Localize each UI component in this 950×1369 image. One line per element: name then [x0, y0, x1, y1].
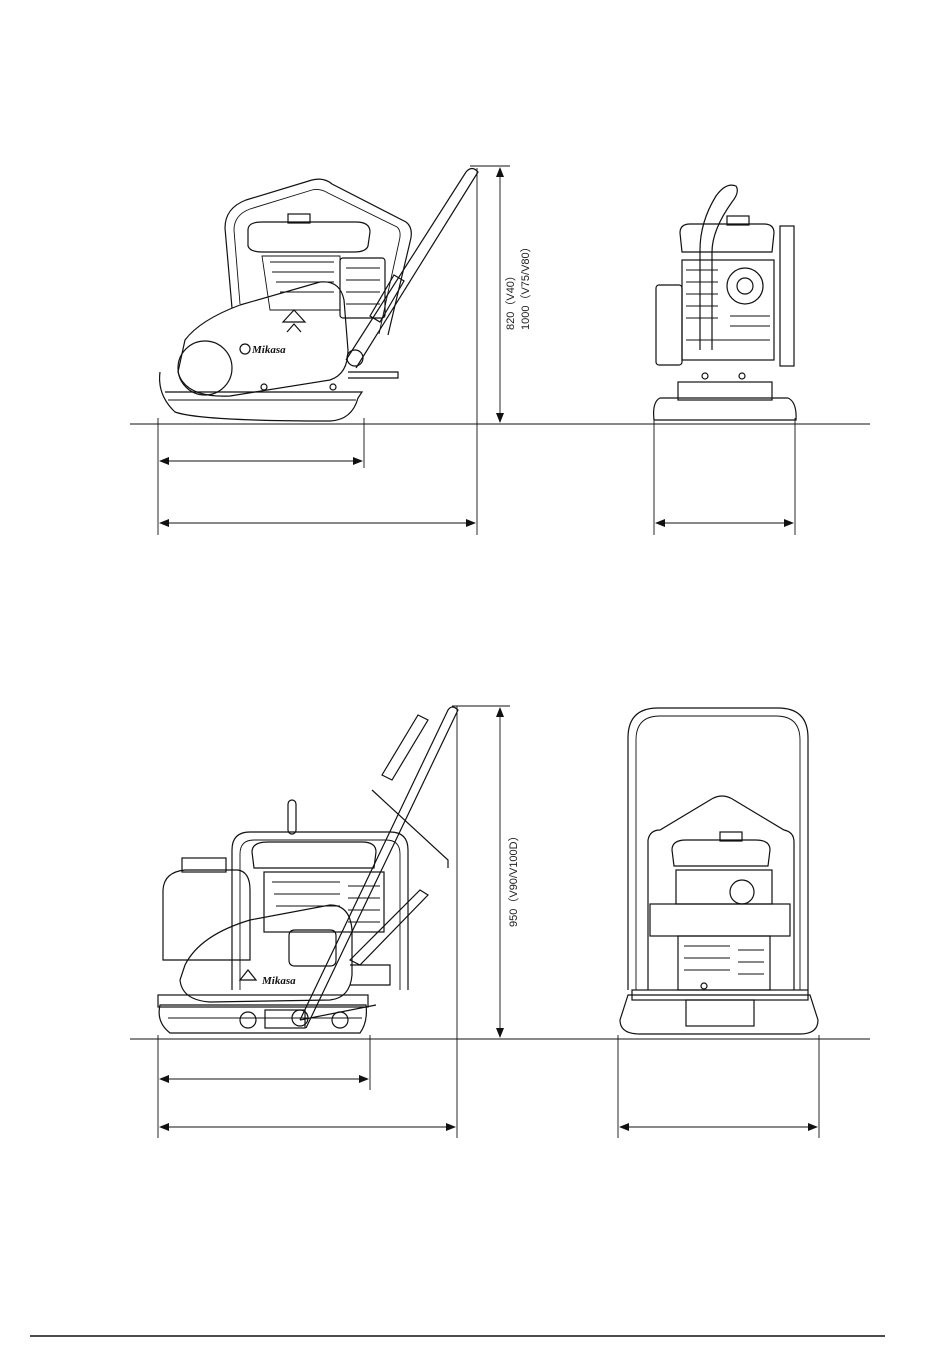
brand-label: Mikasa: [261, 975, 296, 987]
water-tank: [163, 870, 250, 960]
handle-grip: [382, 715, 428, 780]
front-crossbar: [650, 904, 790, 936]
base-plate: [159, 1005, 366, 1033]
side-view-large-machine: Mikasa 950（V90/V100D）: [130, 706, 870, 1138]
mikasa-logo: [240, 970, 256, 980]
exciter-pulley: [178, 341, 232, 395]
front-base-plate: [654, 398, 797, 420]
height-label-secondary: 1000（V75/V80）: [519, 241, 532, 330]
guard-frame: [225, 179, 411, 335]
fuel-tank: [248, 222, 370, 252]
mikasa-logo: [283, 310, 305, 332]
fuel-tank: [252, 842, 376, 868]
front-fuel-tank: [680, 224, 774, 252]
belt-cover: [178, 282, 348, 396]
front-view-large-machine: [618, 708, 819, 1138]
front-guard-frame: [628, 708, 808, 990]
front-fuel-tank: [672, 840, 770, 866]
front-base-plate: [620, 995, 818, 1034]
brand-label: Mikasa: [251, 344, 286, 356]
height-label: 950（V90/V100D）: [507, 830, 520, 927]
front-view-small-machine: [654, 185, 797, 535]
belt-cover: [180, 905, 352, 1002]
front-handle: [700, 185, 737, 350]
height-label-primary: 820（V40）: [504, 270, 517, 330]
side-view-small-machine: Mikasa 820（V40） 1000（V75/V80）: [130, 166, 870, 535]
